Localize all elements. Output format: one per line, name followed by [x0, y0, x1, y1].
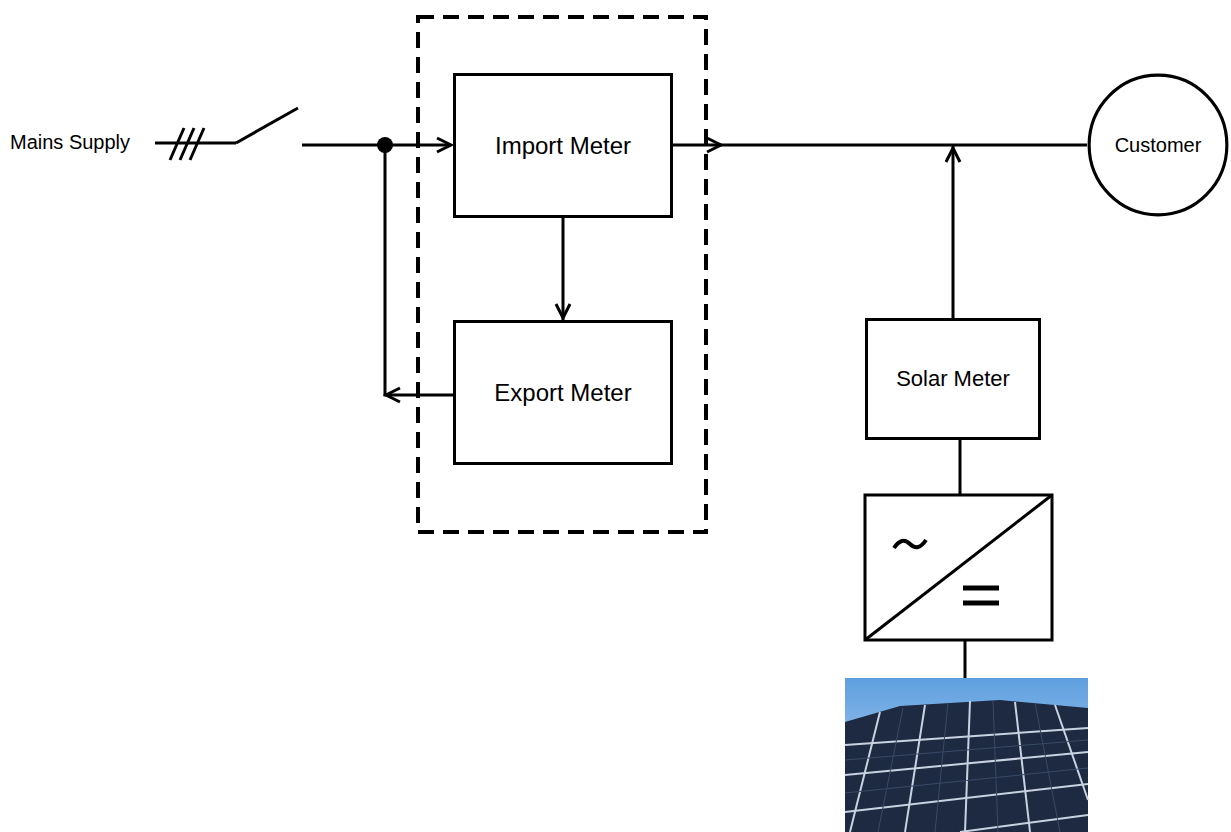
supply-label: Mains Supply	[10, 131, 130, 154]
meter-box: Solar Meter	[865, 318, 1041, 440]
wire-connector	[673, 138, 1087, 152]
mains-wiring	[155, 108, 453, 402]
meter-box: Export Meter	[453, 320, 673, 465]
node-text: Solar Meter	[896, 366, 1010, 392]
arrow-head	[946, 148, 960, 162]
wire-line	[673, 144, 1087, 147]
wire-connector	[946, 145, 960, 318]
junction-dot	[377, 137, 393, 153]
node-text: Customer	[1115, 134, 1202, 157]
wire-line	[562, 218, 565, 320]
arrow-head	[707, 138, 721, 152]
inverter-symbol	[865, 440, 1052, 678]
meter-box: Import Meter	[453, 73, 673, 218]
wire-line	[952, 145, 955, 318]
meter-enclosure	[418, 17, 706, 532]
arrow-head	[556, 304, 570, 318]
node-text: Export Meter	[494, 379, 631, 407]
customer-circle: Customer	[1087, 73, 1229, 217]
node-text: Import Meter	[495, 132, 631, 160]
wire-connector	[556, 218, 570, 320]
solar-panel-picture	[845, 678, 1088, 832]
